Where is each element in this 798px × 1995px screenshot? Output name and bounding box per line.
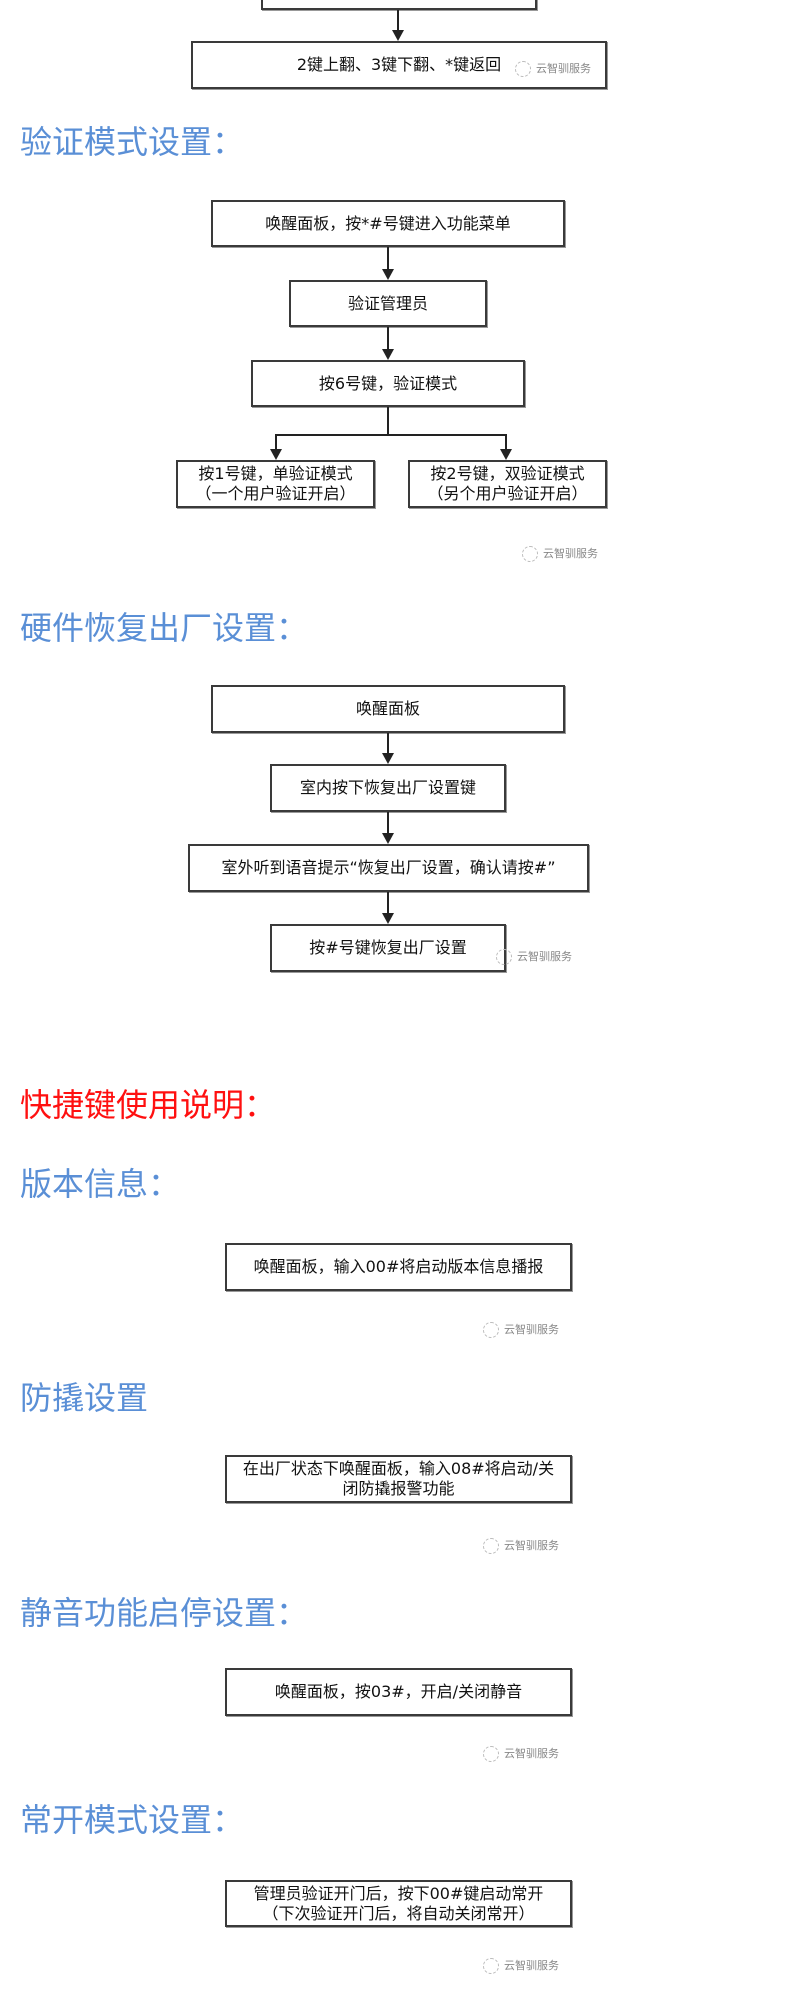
watermark-logo-icon (483, 1746, 499, 1762)
text: 云智驯服务 (517, 950, 572, 963)
watermark-logo-icon (483, 1538, 499, 1554)
text: 云智驯服务 (504, 1539, 559, 1552)
section-title-mute: 静音功能启停设置： (20, 1594, 309, 1632)
text: 云智驯服务 (543, 547, 598, 560)
section-title-tamper: 防撬设置 (20, 1379, 149, 1417)
watermark: 云智驯服务 (483, 1957, 559, 1974)
text: 室外听到语音提示“恢复出厂设置，确认请按#” (221, 858, 556, 877)
text: （下次验证开门后，将自动关闭常开） (262, 1903, 535, 1923)
reset-step-1: 唤醒面板 (211, 685, 565, 733)
arrow-head (500, 449, 512, 460)
section-title-verify: 验证模式设置： (20, 123, 245, 161)
arrow-line (387, 812, 389, 833)
arrow-line (387, 247, 389, 269)
box-text: 2键上翻、3键下翻、*键返回 (296, 55, 502, 74)
text: 管理员验证开门后，按下00#键启动常开 (253, 1883, 544, 1903)
verify-step-3: 按6号键，验证模式 (251, 360, 525, 407)
reset-step-3: 室外听到语音提示“恢复出厂设置，确认请按#” (188, 844, 589, 892)
text: （一个用户验证开启） (195, 484, 356, 503)
watermark-logo-icon (483, 1958, 499, 1974)
reset-step-2: 室内按下恢复出厂设置键 (270, 764, 506, 812)
watermark: 云智驯服务 (515, 60, 591, 77)
text: 室内按下恢复出厂设置键 (299, 778, 476, 797)
section-title-reset: 硬件恢复出厂设置： (20, 609, 309, 647)
verify-option-dual: 按2号键，双验证模式（另个用户验证开启） (408, 460, 607, 508)
previous-flow-box (261, 0, 537, 10)
arrow-line (387, 733, 389, 753)
watermark-logo-icon (483, 1322, 499, 1338)
text: 按1号键，单验证模式 (198, 464, 353, 483)
version-box: 唤醒面板，输入00#将启动版本信息播报 (225, 1243, 572, 1291)
watermark: 云智驯服务 (483, 1537, 559, 1554)
normally-open-box: 管理员验证开门后，按下00#键启动常开（下次验证开门后，将自动关闭常开） (225, 1880, 572, 1927)
branch-line (275, 434, 507, 436)
verify-option-single: 按1号键，单验证模式（一个用户验证开启） (176, 460, 375, 508)
text: 验证管理员 (347, 293, 428, 313)
watermark: 云智驯服务 (483, 1745, 559, 1762)
arrow-head (382, 913, 394, 924)
mute-box: 唤醒面板，按03#，开启/关闭静音 (225, 1668, 572, 1716)
text: 唤醒面板，输入00#将启动版本信息播报 (253, 1257, 544, 1276)
branch-line (275, 434, 277, 450)
text: 唤醒面板 (355, 699, 420, 718)
verify-step-1: 唤醒面板，按*#号键进入功能菜单 (211, 200, 565, 247)
arrow-line (387, 327, 389, 349)
text: 云智驯服务 (536, 62, 591, 75)
text: 按2号键，双验证模式 (430, 464, 585, 483)
reset-step-4: 按#号键恢复出厂设置 (270, 924, 506, 972)
watermark-logo-icon (496, 949, 512, 965)
arrow-head (382, 753, 394, 764)
arrow-line (387, 892, 389, 913)
watermark-logo-icon (522, 546, 538, 562)
text: 在出厂状态下唤醒面板，输入08#将启动/关 (242, 1459, 555, 1478)
text: 按6号键，验证模式 (318, 373, 458, 393)
text: 唤醒面板，按03#，开启/关闭静音 (274, 1682, 523, 1701)
arrow-head (382, 833, 394, 844)
shortcuts-title: 快捷键使用说明： (20, 1086, 277, 1124)
section-title-version: 版本信息： (20, 1165, 181, 1203)
branch-line (387, 407, 389, 435)
text: 闭防撬报警功能 (342, 1479, 455, 1498)
text: 云智驯服务 (504, 1959, 559, 1972)
menu-nav-box: 2键上翻、3键下翻、*键返回 (191, 41, 607, 89)
text: （另个用户验证开启） (427, 484, 588, 503)
text: 云智驯服务 (504, 1323, 559, 1336)
branch-line (505, 434, 507, 450)
arrow-line (397, 10, 399, 32)
watermark: 云智驯服务 (522, 545, 598, 562)
arrow-head (392, 30, 404, 41)
text: 云智驯服务 (504, 1747, 559, 1760)
section-title-normally-open: 常开模式设置： (20, 1801, 245, 1839)
arrow-head (382, 269, 394, 280)
text: 唤醒面板，按*#号键进入功能菜单 (265, 213, 511, 233)
watermark: 云智驯服务 (483, 1321, 559, 1338)
text: 按#号键恢复出厂设置 (309, 938, 467, 957)
watermark-logo-icon (515, 61, 531, 77)
watermark: 云智驯服务 (496, 948, 572, 965)
arrow-head (270, 449, 282, 460)
tamper-box: 在出厂状态下唤醒面板，输入08#将启动/关闭防撬报警功能 (225, 1455, 572, 1503)
verify-step-2: 验证管理员 (289, 280, 487, 327)
arrow-head (382, 349, 394, 360)
